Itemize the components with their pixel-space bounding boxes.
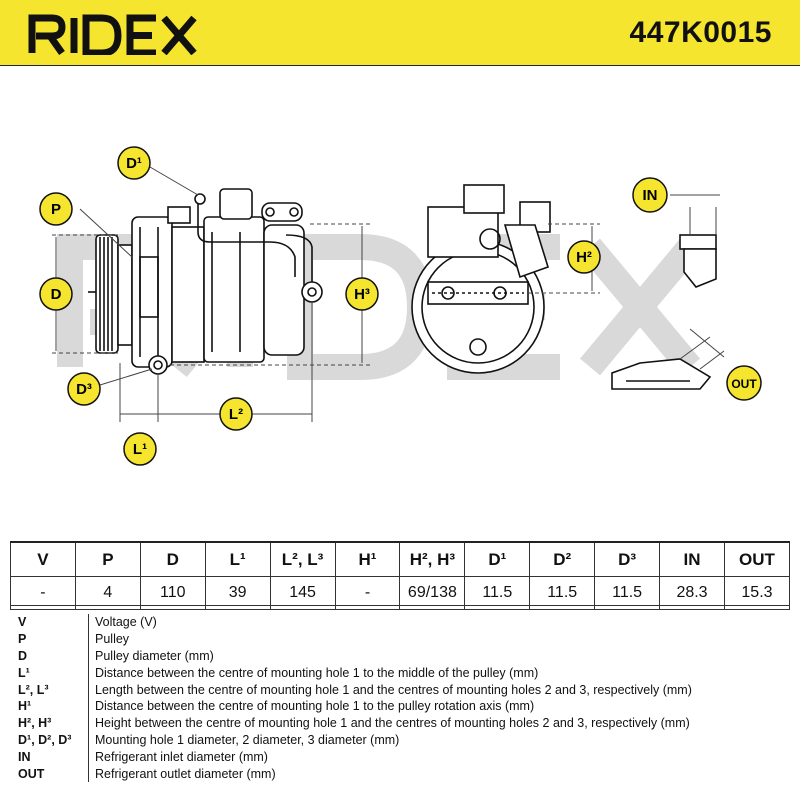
legend-code: D xyxy=(14,647,89,665)
legend-row: D¹, D², D³ Mounting hole 1 diameter, 2 di… xyxy=(14,731,786,749)
spec-value: 4 xyxy=(74,576,141,610)
legend-code: L², L³ xyxy=(14,681,89,698)
legend-desc: Height between the centre of mounting ho… xyxy=(95,716,690,731)
svg-text:H³: H³ xyxy=(354,286,370,303)
part-number: 447K0015 xyxy=(629,16,772,49)
legend-code: OUT xyxy=(14,765,89,782)
spec-header: IN xyxy=(659,541,725,577)
spec-header: D³ xyxy=(594,541,661,577)
spec-header: H², H³ xyxy=(399,541,466,577)
svg-text:L¹: L¹ xyxy=(133,441,147,458)
legend-row: P Pulley xyxy=(14,630,786,648)
label-d3: D³ xyxy=(67,372,101,406)
spec-value: 15.3 xyxy=(723,576,791,610)
compressor-front-view xyxy=(411,184,551,374)
legend-row: IN Refrigerant inlet diameter (mm) xyxy=(14,748,786,766)
spec-header: P xyxy=(74,541,141,577)
spec-header: V xyxy=(10,541,76,577)
svg-text:L²: L² xyxy=(229,406,243,423)
label-out: OUT xyxy=(726,365,762,401)
svg-text:D: D xyxy=(51,286,62,303)
spec-value-row: - 4 110 39 145 - 69/138 11.5 11.5 11.5 2… xyxy=(10,576,791,610)
legend-row: OUT Refrigerant outlet diameter (mm) xyxy=(14,765,786,782)
legend-desc: Pulley xyxy=(95,632,130,647)
label-d: D xyxy=(39,277,73,311)
table-divider xyxy=(10,605,790,606)
legend-code: P xyxy=(14,630,89,648)
spec-header: OUT xyxy=(723,541,791,577)
label-p: P xyxy=(39,192,73,226)
spec-header: H¹ xyxy=(334,541,401,577)
legend-desc: Mounting hole 1 diameter, 2 diameter, 3 … xyxy=(95,732,400,747)
spec-value: 11.5 xyxy=(594,576,661,610)
legend-table: V Voltage (V) P Pulley D Pulley diameter (m… xyxy=(14,614,786,782)
svg-text:P: P xyxy=(51,201,61,218)
spec-value: 11.5 xyxy=(464,576,531,610)
label-in: IN xyxy=(632,177,668,213)
spec-header: L¹ xyxy=(204,541,271,577)
legend-code: H¹ xyxy=(14,697,89,715)
svg-text:OUT: OUT xyxy=(731,377,757,391)
legend-desc: Distance between the centre of mounting … xyxy=(95,699,535,714)
spec-header: D xyxy=(139,541,206,577)
legend-row: V Voltage (V) xyxy=(14,614,786,631)
inlet-fitting xyxy=(670,194,720,288)
legend-desc: Refrigerant inlet diameter (mm) xyxy=(95,749,268,764)
spec-value: 110 xyxy=(139,576,206,610)
legend-desc: Refrigerant outlet diameter (mm) xyxy=(95,766,276,781)
dimension-lines-side xyxy=(52,166,370,422)
spec-value: 69/138 xyxy=(399,576,466,610)
svg-text:H²: H² xyxy=(576,249,592,266)
spec-table: V P D L¹ L², L³ H¹ H², H³ D¹ D² D³ IN OU… xyxy=(10,541,791,610)
legend-row: H¹ Distance between the centre of mountin… xyxy=(14,697,786,715)
svg-text:IN: IN xyxy=(643,187,658,204)
legend-code: L¹ xyxy=(14,664,89,682)
legend-desc: Length between the centre of mounting ho… xyxy=(95,682,692,697)
label-l1: L¹ xyxy=(123,432,157,466)
compressor-diagram: D¹ P D D³ L¹ L² H³ H² IN OUT xyxy=(39,146,762,466)
spec-header-row: V P D L¹ L², L³ H¹ H², H³ D¹ D² D³ IN OU… xyxy=(10,541,791,577)
spec-value: 11.5 xyxy=(529,576,596,610)
legend-row: D Pulley diameter (mm) xyxy=(14,647,786,665)
legend-desc: Voltage (V) xyxy=(95,615,157,630)
spec-value: - xyxy=(10,576,76,610)
compressor-side-view xyxy=(88,188,323,375)
legend-code: IN xyxy=(14,748,89,766)
svg-text:D¹: D¹ xyxy=(126,155,142,172)
spec-header: D² xyxy=(529,541,596,577)
spec-header: L², L³ xyxy=(269,541,336,577)
label-l2: L² xyxy=(219,397,253,431)
spec-value: 39 xyxy=(204,576,271,610)
outlet-fitting xyxy=(611,328,725,390)
legend-row: L², L³ Length between the centre of mount… xyxy=(14,681,786,698)
legend-desc: Distance between the centre of mounting … xyxy=(95,665,539,680)
svg-text:D³: D³ xyxy=(76,381,92,398)
spec-value: 28.3 xyxy=(659,576,725,610)
label-h2: H² xyxy=(567,240,601,274)
legend-code: V xyxy=(14,614,89,631)
label-d1: D¹ xyxy=(117,146,151,180)
header-bar: 447K0015 xyxy=(0,0,800,66)
legend-code: D¹, D², D³ xyxy=(14,731,89,749)
label-h3: H³ xyxy=(345,277,379,311)
legend-row: H², H³ Height between the centre of mount… xyxy=(14,714,786,732)
spec-header: D¹ xyxy=(464,541,531,577)
legend-row: L¹ Distance between the centre of mountin… xyxy=(14,664,786,682)
ridex-logo xyxy=(28,14,197,55)
legend-desc: Pulley diameter (mm) xyxy=(95,648,214,663)
legend-code: H², H³ xyxy=(14,714,89,732)
